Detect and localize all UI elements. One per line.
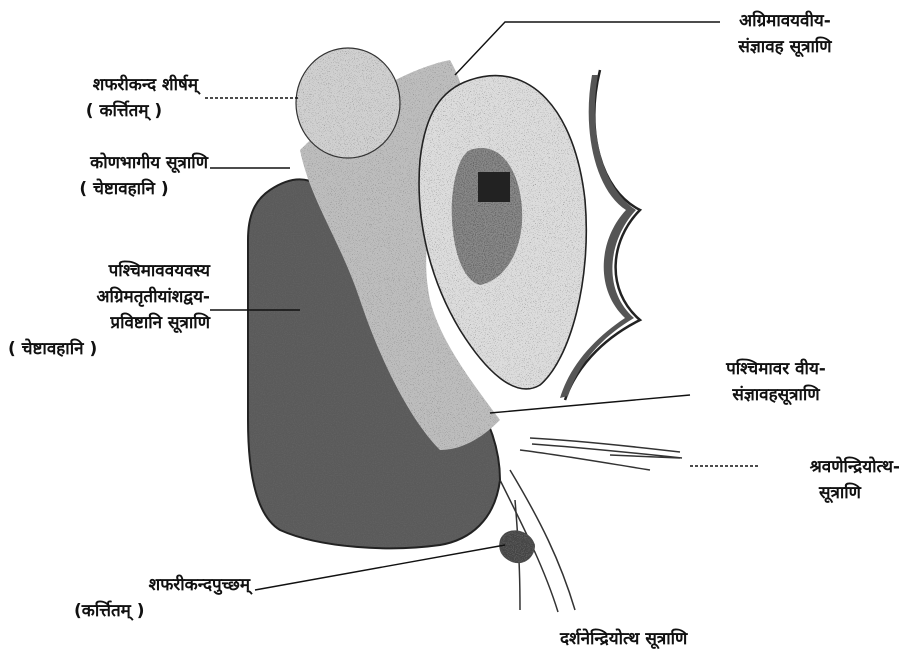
label-posterior-motor-line3: प्रविष्टानि सूत्राणि xyxy=(8,310,210,336)
label-caudate-tail-line2: (कर्त्तितम् ) xyxy=(30,598,250,624)
label-anterior-sensory-line1: अग्रिमावयवीय- xyxy=(700,8,870,34)
label-caudate-tail-line1: शफरीकन्दपुच्छम् xyxy=(30,572,250,598)
label-angular-fibers-line1: कोणभागीय सूत्राणि xyxy=(10,150,208,176)
label-caudate-head: शफरीकन्द शीर्षम् ( कर्त्तितम् ) xyxy=(10,72,198,124)
label-posterior-motor-line2: अग्रिमतृतीयांशद्वय- xyxy=(8,284,210,310)
label-auditory-fibers-line2: सूत्राणि xyxy=(740,480,900,506)
label-auditory-fibers-line1: श्रवणेन्द्रियोत्थ- xyxy=(740,454,900,480)
label-posterior-motor: पश्चिमाववयवस्य अग्रिमतृतीयांशद्वय- प्रवि… xyxy=(8,258,210,362)
fiber-curves-shape xyxy=(500,438,682,612)
label-caudate-tail: शफरीकन्दपुच्छम् (कर्त्तितम् ) xyxy=(30,572,250,624)
label-visual-fibers: दर्शनेन्द्रियोत्थ सूत्राणि xyxy=(560,626,820,652)
leader-tail xyxy=(255,545,505,590)
label-angular-fibers-line2: ( चेष्टावहानि ) xyxy=(10,176,208,202)
leader-anterior-sensory xyxy=(455,22,720,75)
leader-posterior-sensory xyxy=(490,395,690,413)
label-posterior-sensory-line1: पश्चिमावर वीय- xyxy=(694,356,858,382)
label-caudate-head-line1: शफरीकन्द शीर्षम् xyxy=(10,72,198,98)
label-posterior-sensory: पश्चिमावर वीय- संज्ञावहसूत्राणि xyxy=(694,356,858,408)
label-auditory-fibers: श्रवणेन्द्रियोत्थ- सूत्राणि xyxy=(740,454,900,506)
label-visual-fibers-line1: दर्शनेन्द्रियोत्थ सूत्राणि xyxy=(560,626,820,652)
label-anterior-sensory: अग्रिमावयवीय- संज्ञावह सूत्राणि xyxy=(700,8,870,60)
head-oval-shape xyxy=(296,48,400,158)
label-caudate-head-line2: ( कर्त्तितम् ) xyxy=(10,98,198,124)
label-posterior-motor-line4: ( चेष्टावहानि ) xyxy=(8,336,210,362)
label-posterior-sensory-line2: संज्ञावहसूत्राणि xyxy=(694,382,858,408)
label-posterior-motor-line1: पश्चिमाववयवस्य xyxy=(8,258,210,284)
label-angular-fibers: कोणभागीय सूत्राणि ( चेष्टावहानि ) xyxy=(10,150,208,202)
label-anterior-sensory-line2: संज्ञावह सूत्राणि xyxy=(700,34,870,60)
tail-nub-shape xyxy=(499,530,535,563)
